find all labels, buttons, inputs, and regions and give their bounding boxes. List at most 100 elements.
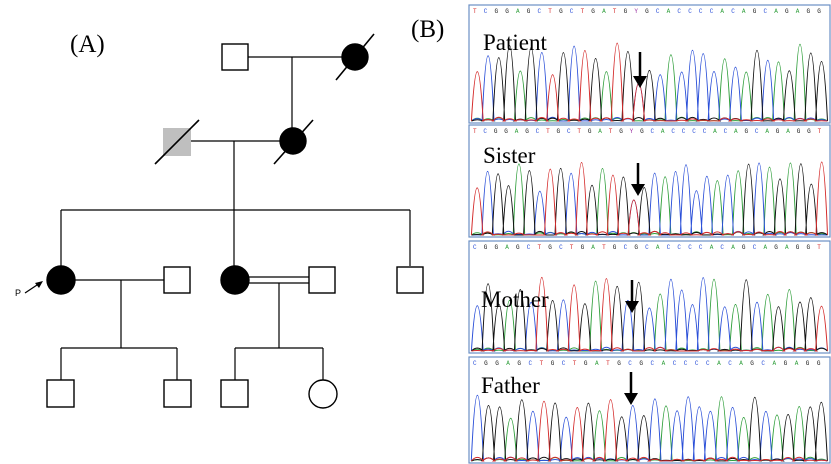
sequence-base: C xyxy=(673,360,677,367)
sequence-base: G xyxy=(806,360,810,367)
sequence-base: C xyxy=(764,8,768,15)
sequence-base: G xyxy=(807,8,811,15)
sequence-base: T xyxy=(538,244,542,251)
sequence-base: G xyxy=(613,244,617,251)
sequence-base: C xyxy=(703,128,707,135)
sequence-base: G xyxy=(505,8,509,15)
sequence-base: C xyxy=(724,128,728,135)
sequence-base: C xyxy=(570,8,574,15)
pedigree-male-IV-1 xyxy=(46,379,75,408)
mutation-arrow-mother xyxy=(625,280,639,313)
deceased-slash-II-1 xyxy=(154,119,200,165)
proband-arrow-head xyxy=(35,281,43,288)
sequence-base: A xyxy=(786,128,790,135)
sequence-base: C xyxy=(753,244,757,251)
sequence-base: G xyxy=(817,8,821,15)
sequence-base: T xyxy=(818,128,822,135)
pedigree-female-III-2-affected xyxy=(220,265,250,295)
sequence-base: C xyxy=(538,8,542,15)
pedigree-male-I-1 xyxy=(221,43,249,71)
sequence-base: G xyxy=(494,128,498,135)
pedigree-male-III-2-spouse xyxy=(308,266,336,294)
sequence-base: A xyxy=(661,128,665,135)
pedigree-female-IV-4 xyxy=(308,379,338,409)
sequence-base: G xyxy=(584,360,588,367)
sequence-base: C xyxy=(682,128,686,135)
sequence-base: G xyxy=(742,244,746,251)
sequence-base: G xyxy=(753,8,757,15)
sequence-base: A xyxy=(773,360,777,367)
sequence-base: A xyxy=(785,244,789,251)
sequence-base: A xyxy=(667,8,671,15)
sequence-base: G xyxy=(525,128,529,135)
sequence-base: C xyxy=(667,244,671,251)
sequence-base: T xyxy=(606,360,610,367)
sequence-base: C xyxy=(473,360,477,367)
mutation-arrow-sister xyxy=(631,163,645,196)
sequence-base: T xyxy=(613,8,617,15)
sequence-base: A xyxy=(591,244,595,251)
sequence-base: G xyxy=(624,8,628,15)
mutation-arrow-patient xyxy=(633,52,647,88)
sequence-base: T xyxy=(577,128,581,135)
sequence-base: A xyxy=(734,128,738,135)
sequence-base: G xyxy=(797,128,801,135)
sequence-base: A xyxy=(515,128,519,135)
sequence-base: C xyxy=(567,128,571,135)
sequence-base: A xyxy=(662,360,666,367)
sequence-base: G xyxy=(557,128,561,135)
sequence-base: G xyxy=(640,128,644,135)
sequence-base: G xyxy=(807,128,811,135)
sequence-base: A xyxy=(506,360,510,367)
sequence-base: A xyxy=(795,360,799,367)
sequence-base: G xyxy=(516,244,520,251)
sequence-base: G xyxy=(591,8,595,15)
sequence-base: G xyxy=(750,360,754,367)
sequence-base: T xyxy=(546,128,550,135)
pedigree-male-IV-3 xyxy=(220,379,249,408)
peaks-father xyxy=(470,394,828,462)
trace-label-patient: Patient xyxy=(483,30,547,55)
pedigree-panel: (A) P xyxy=(15,31,424,409)
sequence-base: A xyxy=(656,244,660,251)
peaks-mother xyxy=(470,277,828,352)
trace-label-father: Father xyxy=(481,373,540,398)
sequence-base: C xyxy=(699,244,703,251)
sequence-base: G xyxy=(517,360,521,367)
sequence-base: C xyxy=(728,360,732,367)
sequence-base: G xyxy=(484,360,488,367)
sequence-base: C xyxy=(536,128,540,135)
sequence-base: C xyxy=(688,244,692,251)
sequence-base: G xyxy=(774,244,778,251)
sequence-base: A xyxy=(796,8,800,15)
sequence-base: A xyxy=(598,128,602,135)
sequence-base: C xyxy=(527,244,531,251)
sequence-base: A xyxy=(742,8,746,15)
sequence-base: C xyxy=(484,8,488,15)
sequence-base: T xyxy=(548,8,552,15)
sequence-base: T xyxy=(581,8,585,15)
sequence-base: C xyxy=(651,128,655,135)
sequence-base: A xyxy=(602,8,606,15)
peaks-sister xyxy=(470,161,828,236)
sequence-base: G xyxy=(484,244,488,251)
trace-label-sister: Sister xyxy=(483,143,536,168)
panel-b-label: (B) xyxy=(411,16,444,43)
sequence-base: Y xyxy=(634,8,638,15)
sequence-base: G xyxy=(817,360,821,367)
sequence-base: C xyxy=(688,8,692,15)
sequence-base: T xyxy=(570,244,574,251)
mutation-arrow-father xyxy=(624,372,638,405)
sequence-base: A xyxy=(731,244,735,251)
sequence-base: T xyxy=(609,128,613,135)
sequence-base: C xyxy=(731,8,735,15)
sequence-base: T xyxy=(602,244,606,251)
sequence-base: C xyxy=(695,360,699,367)
sequence-base: G xyxy=(745,128,749,135)
